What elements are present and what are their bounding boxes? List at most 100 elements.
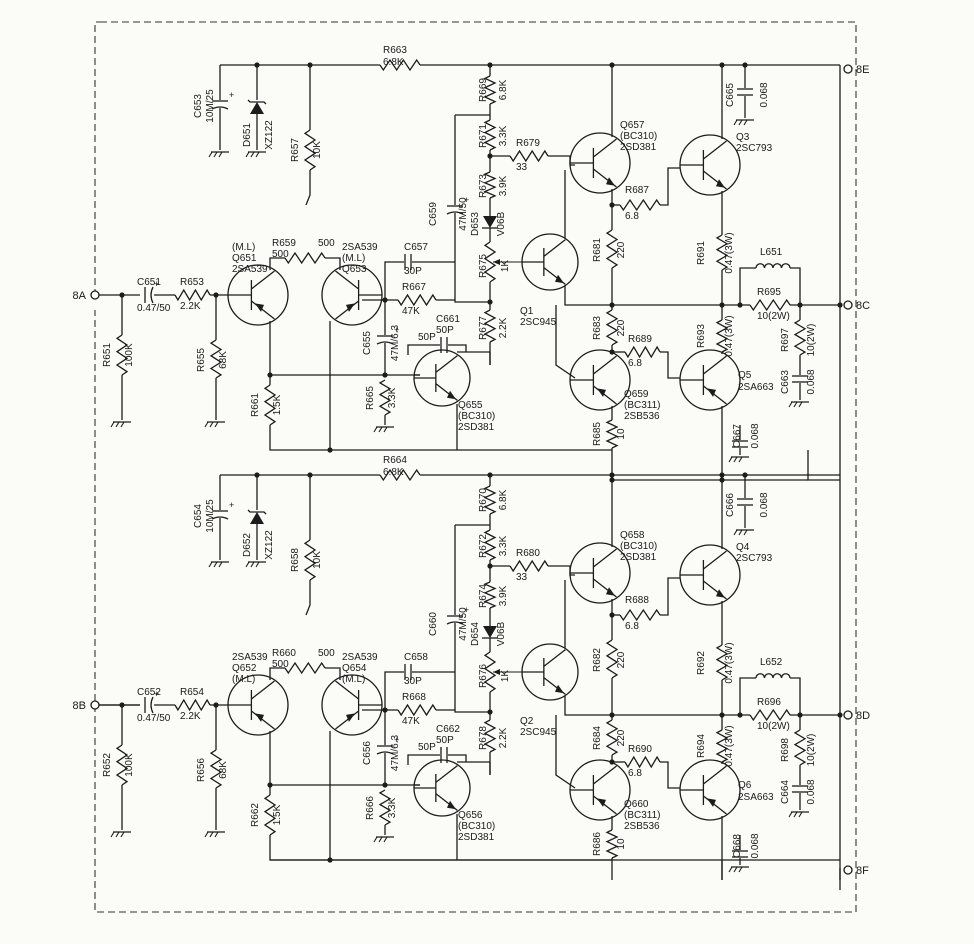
- r693-label-1: 0.47(3W): [724, 315, 735, 356]
- r669-label-0: R669: [478, 78, 489, 102]
- q3-label-1: 2SC793: [736, 143, 773, 154]
- q659-label-2: 2SB536: [624, 411, 660, 422]
- q660-transistor: [569, 759, 631, 821]
- ground-symbol: [208, 151, 229, 158]
- c664-label-0: C664: [780, 780, 791, 804]
- r697-label-1: 10(2W): [806, 324, 817, 357]
- junction-dot: [609, 477, 615, 483]
- svg-text:+: +: [154, 689, 159, 699]
- r657-label-1: 10K: [312, 141, 323, 159]
- r670-label-0: R670: [478, 488, 489, 512]
- q652-transistor: [227, 674, 289, 736]
- r687-label-1: 6.8: [625, 211, 639, 222]
- r655-label-0: R655: [196, 348, 207, 372]
- r683-label-0: R683: [592, 316, 603, 340]
- junction-dot: [719, 477, 725, 483]
- r673-resistor: [483, 171, 497, 199]
- wire: [457, 351, 491, 365]
- r677-label-1: 2.2K: [498, 317, 509, 338]
- board-outline: [94, 21, 857, 913]
- r653-resistor: [174, 288, 211, 302]
- c657-label-0: C657: [404, 242, 428, 253]
- r676-pot: [483, 651, 497, 693]
- ground-symbol: [204, 421, 225, 428]
- q655-transistor: [413, 349, 471, 407]
- q6-label-0: Q6: [738, 780, 752, 791]
- r652-resistor: [115, 744, 129, 786]
- r695-resistor: [749, 298, 791, 312]
- r671-resistor: [483, 119, 497, 151]
- r667-label-1: 47K: [402, 306, 420, 317]
- r697-resistor: [793, 319, 807, 356]
- r671-label-1: 3.3K: [498, 125, 509, 146]
- q659-transistor: [569, 349, 631, 411]
- r664-label-0: R664: [383, 455, 407, 466]
- r677-resistor: [483, 309, 497, 343]
- d652-zener: [247, 509, 267, 524]
- r679-label-1: 33: [516, 162, 528, 173]
- c660-label-1: 47M/50: [458, 607, 469, 641]
- wire: [564, 286, 612, 306]
- wire: [325, 257, 341, 270]
- wire: [269, 835, 612, 861]
- r682-resistor: [605, 639, 619, 679]
- c663-label-1: 0.068: [806, 369, 817, 394]
- q657-transistor: [569, 132, 631, 194]
- wire: [790, 267, 801, 305]
- r686-resistor: [605, 829, 619, 859]
- r680-label-0: R680: [516, 548, 540, 559]
- r690-label-0: R690: [628, 744, 652, 755]
- r651-label-1: 100K: [124, 343, 135, 367]
- r660-pot: [284, 661, 326, 675]
- q659-label-1: (BC311): [624, 400, 661, 411]
- r669-resistor: [483, 75, 497, 105]
- q1-transistor: [521, 233, 579, 291]
- r696-label-1: 10(2W): [757, 721, 790, 732]
- r651-resistor: [115, 334, 129, 376]
- q651-label-1: Q651: [232, 253, 257, 264]
- r684-resistor: [605, 719, 619, 756]
- r687-label-0: R687: [625, 185, 649, 196]
- ground-symbol: [110, 421, 131, 428]
- d651-zener: [247, 99, 267, 114]
- q653-label-0: 2SA539: [342, 242, 378, 253]
- r676-label-0: R676: [478, 664, 489, 688]
- c658-label-1: 30P: [404, 676, 422, 687]
- r661-label-1: 1.5K: [272, 394, 283, 415]
- c659-label-1: 47M/50: [458, 197, 469, 231]
- c652-label-1: 0.47/50: [137, 713, 171, 724]
- c654-label-0: C654: [193, 504, 204, 528]
- q657-label-0: Q657: [620, 120, 645, 131]
- c666-label-1: 0.068: [759, 492, 770, 517]
- q654-label-0: 2SA539: [342, 652, 378, 663]
- terminal-label-8f: 8F: [856, 865, 869, 877]
- c662-label-0: C662: [436, 724, 460, 735]
- r681-resistor: [605, 229, 619, 269]
- c653-label-1: 10M/25: [205, 89, 216, 123]
- r683-resistor: [605, 309, 619, 346]
- r657-label-0: R657: [290, 138, 301, 162]
- r679-resistor: [509, 149, 549, 163]
- d654-label-0: D654: [470, 622, 481, 646]
- r683-label-1: 220: [616, 319, 627, 336]
- terminal-label-8a: 8A: [73, 290, 87, 302]
- r654-resistor: [174, 698, 211, 712]
- q658-transistor: [569, 542, 631, 604]
- c667-label-1: 0.068: [750, 423, 761, 448]
- q658-label-0: Q658: [620, 530, 645, 541]
- r672-label-1: 3.3K: [498, 535, 509, 556]
- q3-transistor: [679, 134, 741, 196]
- c666-capacitor: [737, 498, 753, 506]
- r653-label-0: R653: [180, 277, 204, 288]
- r692-resistor: [715, 644, 729, 681]
- r675-pot: [483, 241, 497, 283]
- ground-symbol: [373, 426, 394, 433]
- r697-label-0: R697: [780, 328, 791, 352]
- d652-label-0: D652: [242, 533, 253, 557]
- q659-label-0: Q659: [624, 389, 649, 400]
- c668-label-1: 0.068: [750, 833, 761, 858]
- q5-label-1: 2SA663: [738, 382, 774, 393]
- terminal-label-8b: 8B: [73, 700, 86, 712]
- c656-capacitor: +: [376, 735, 399, 755]
- r681-label-0: R681: [592, 238, 603, 262]
